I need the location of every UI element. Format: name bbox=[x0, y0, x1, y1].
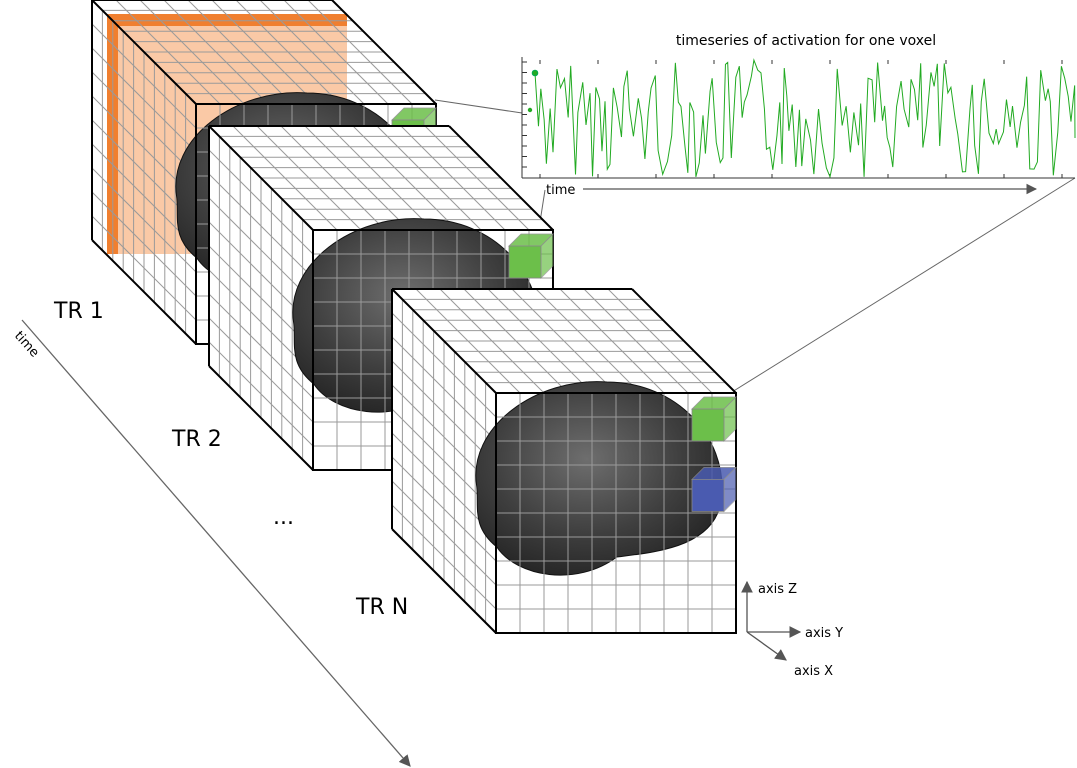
green-voxel bbox=[691, 396, 737, 442]
blue-voxel bbox=[691, 466, 737, 513]
ellipsis-label: ... bbox=[273, 505, 294, 530]
tr1-label: TR 1 bbox=[53, 299, 104, 324]
orientation-axes: axis Z axis Y axis X bbox=[741, 580, 843, 679]
time-axis-label: time bbox=[11, 329, 42, 361]
time-arrow bbox=[21, 319, 411, 767]
activation-series-line bbox=[534, 58, 1076, 179]
connector-top bbox=[434, 99, 523, 114]
axis-z-label: axis Z bbox=[758, 582, 797, 597]
timeseries-chart: timeseries of activation for one voxel t… bbox=[521, 33, 1076, 198]
trn-label: TR N bbox=[355, 595, 408, 620]
chart-title: timeseries of activation for one voxel bbox=[676, 33, 936, 49]
brain-slice bbox=[475, 381, 723, 576]
axis-x-arrow bbox=[746, 631, 787, 661]
series-y-marker bbox=[527, 107, 533, 113]
axis-y-label: axis Y bbox=[805, 626, 843, 641]
volume-cube-3 bbox=[391, 288, 737, 634]
green-voxel bbox=[508, 233, 554, 279]
connector-bottom bbox=[731, 177, 1076, 393]
axis-x-label: axis X bbox=[794, 664, 833, 679]
chart-xlabel: time bbox=[546, 183, 575, 198]
tr2-label: TR 2 bbox=[171, 427, 222, 452]
series-start-point bbox=[531, 69, 539, 77]
